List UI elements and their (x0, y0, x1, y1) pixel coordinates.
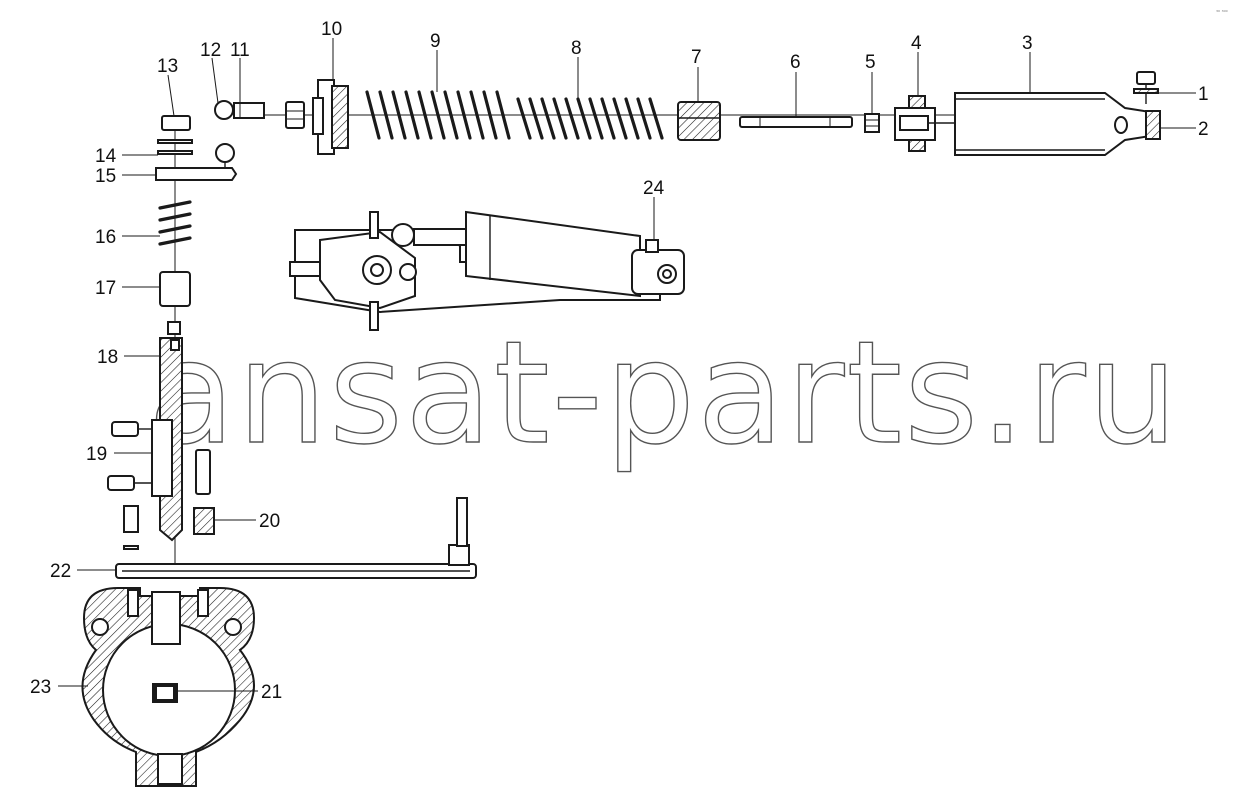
callout-1: 1 (1198, 84, 1209, 105)
part-17-bushing (159, 271, 191, 307)
leader-lines (58, 38, 1196, 692)
corner-mark: ₃₀ ₃₀₀ (1216, 8, 1228, 14)
callout-2: 2 (1198, 119, 1209, 140)
part-21-key (152, 683, 178, 703)
part-11-12-ball-joint (214, 100, 265, 120)
part-16-spring (158, 200, 192, 246)
callout-15: 15 (95, 166, 116, 187)
callout-18: 18 (97, 347, 118, 368)
part-6-rod (739, 116, 853, 128)
part-22-lever-plate (115, 497, 477, 579)
part-10-spring-seat (312, 79, 349, 155)
part-19-bracket (107, 419, 211, 497)
callout-11: 11 (230, 40, 250, 61)
part-5-nut (864, 113, 880, 133)
part-20-nut (193, 507, 215, 535)
part-7-bushing (677, 101, 721, 141)
part-4-fork (894, 95, 955, 152)
callout-3: 3 (1022, 33, 1033, 54)
part-1-bolt (1133, 71, 1159, 104)
part-15-lever (155, 143, 238, 181)
callout-13: 13 (157, 56, 178, 77)
part-13-nut (161, 115, 191, 131)
callout-9: 9 (430, 31, 441, 52)
callout-5: 5 (865, 52, 876, 73)
callout-7: 7 (691, 47, 702, 68)
callout-8: 8 (571, 38, 582, 59)
callout-23: 23 (30, 677, 51, 698)
callout-17: 17 (95, 278, 116, 299)
part-14-washers (157, 139, 193, 155)
part-8-spring (516, 97, 664, 140)
callout-10: 10 (321, 19, 342, 40)
callout-20: 20 (259, 511, 280, 532)
hex-nut (285, 101, 305, 129)
callout-labels: 1 2 3 4 5 6 7 8 9 10 11 12 13 14 15 16 1… (30, 19, 1209, 703)
part-9-spring (365, 90, 511, 140)
callout-4: 4 (911, 33, 922, 54)
small-bolt (123, 505, 139, 550)
callout-24: 24 (643, 178, 665, 199)
callout-16: 16 (95, 227, 116, 248)
callout-19: 19 (86, 444, 107, 465)
watermark-text: ansat-parts.ru (148, 311, 1180, 476)
callout-22: 22 (50, 561, 71, 582)
assembled-unit-24 (289, 210, 685, 331)
callout-6: 6 (790, 52, 801, 73)
part-2-end-cap (1145, 110, 1161, 140)
callout-14: 14 (95, 146, 117, 167)
part-3-cylinder (954, 92, 1151, 156)
callout-12: 12 (200, 40, 221, 61)
callout-21: 21 (261, 682, 282, 703)
